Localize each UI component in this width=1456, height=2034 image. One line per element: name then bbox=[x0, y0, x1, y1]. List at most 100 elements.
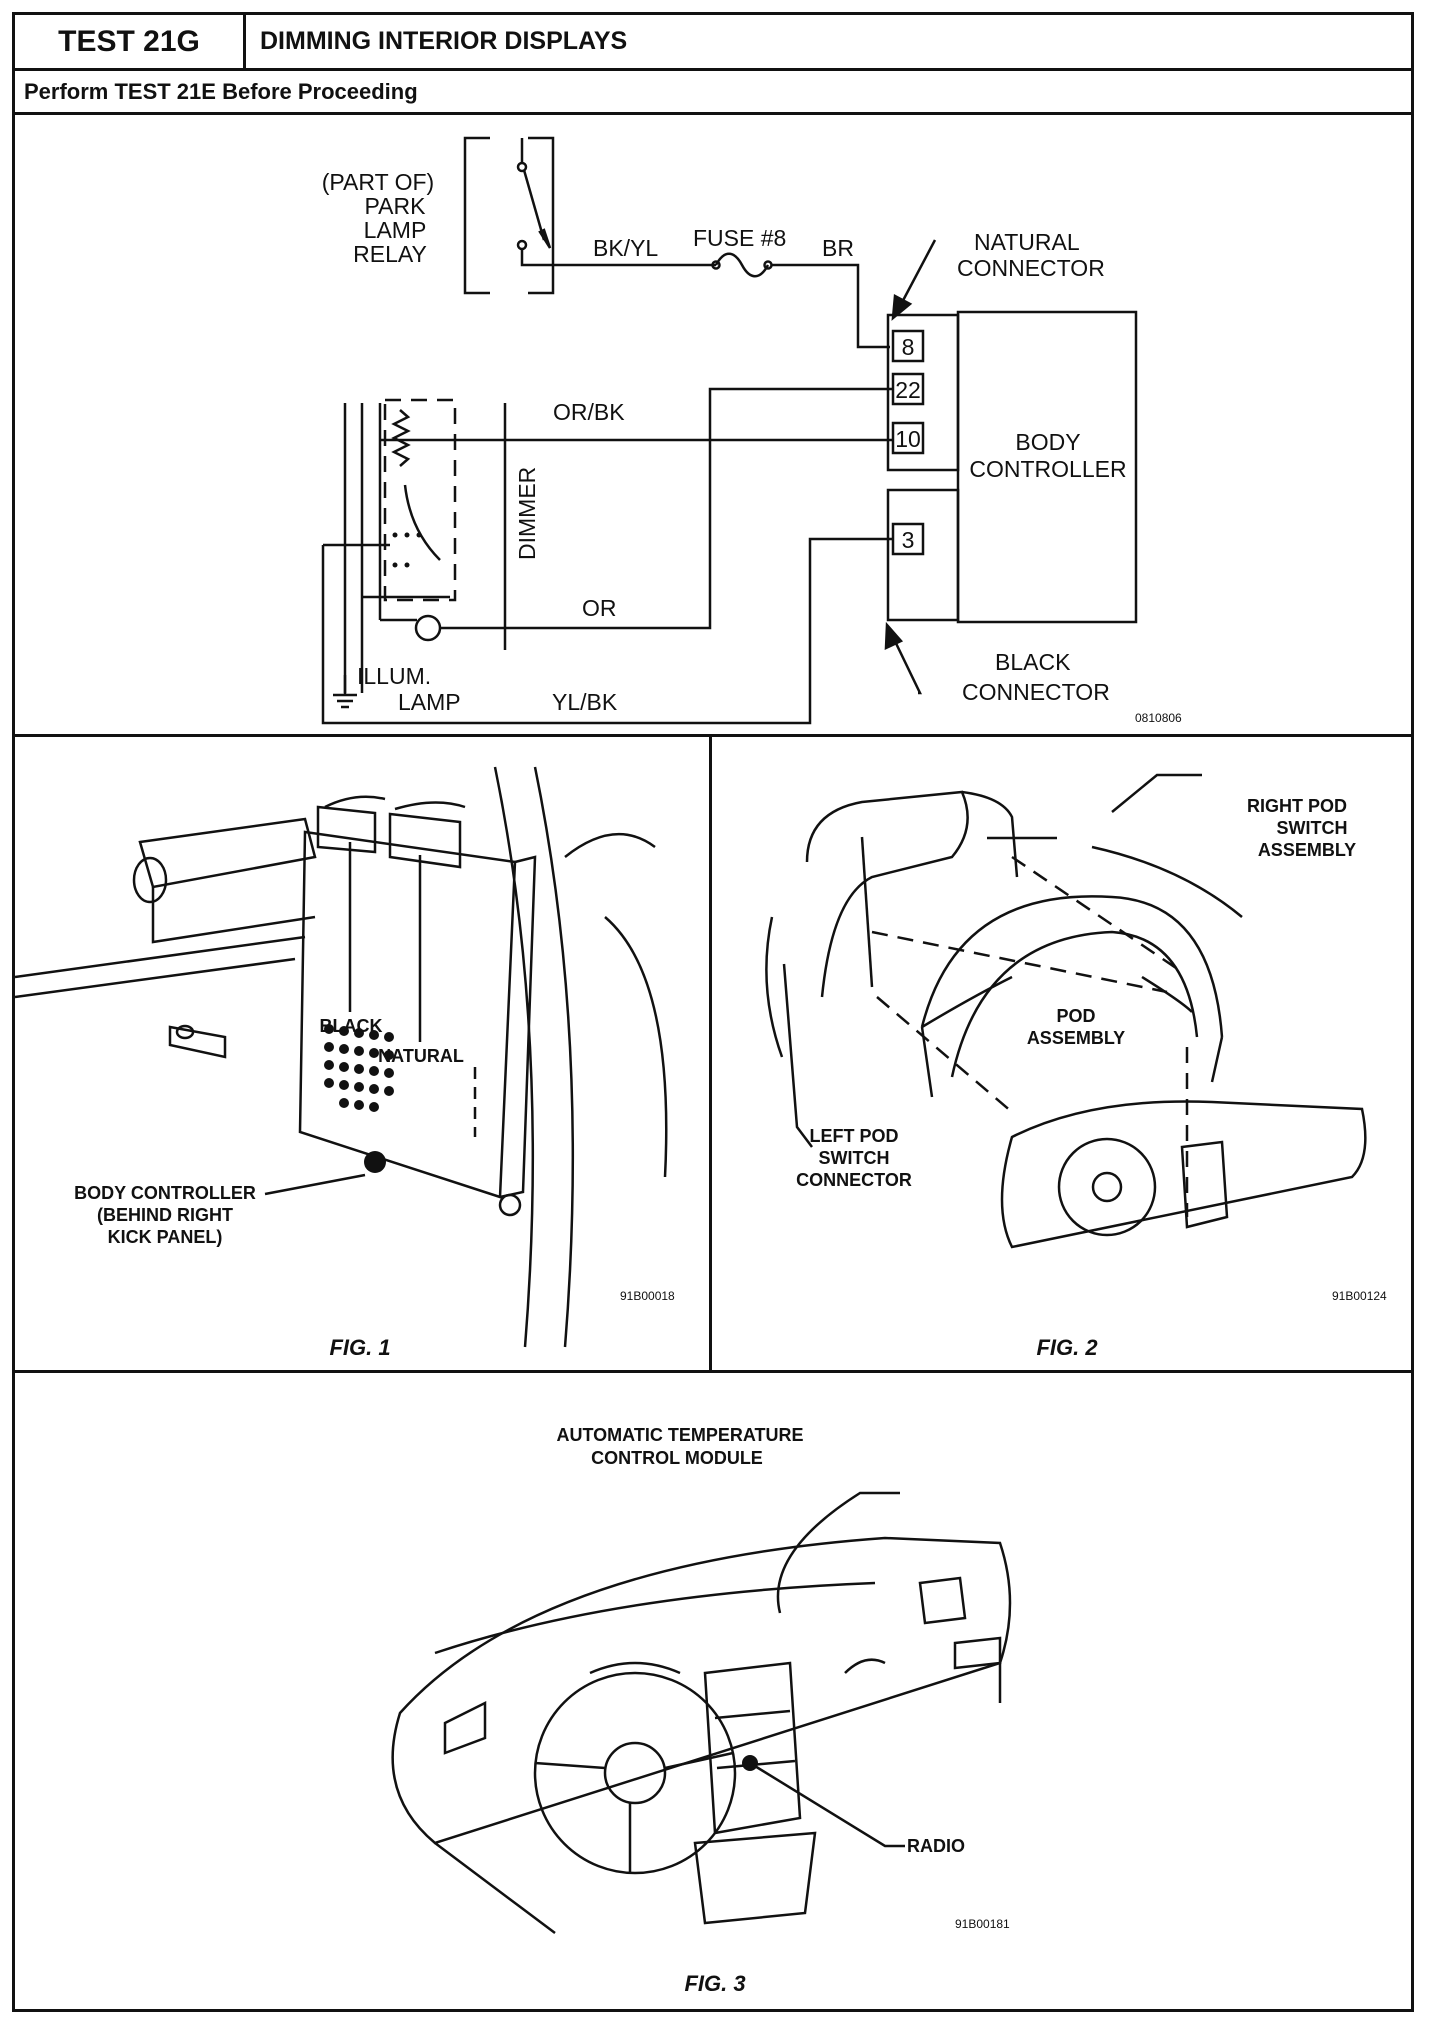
fig2-left-pod-back bbox=[765, 916, 784, 1058]
fig1-bolt bbox=[498, 1193, 522, 1217]
fig1-label-natural: NATURAL bbox=[378, 1046, 464, 1066]
fig1-door-seal bbox=[604, 916, 668, 1178]
relay-bracket-right bbox=[528, 136, 555, 295]
fig2-right-pod bbox=[1091, 845, 1243, 918]
illum-lamp-label-2: LAMP bbox=[398, 689, 461, 715]
fig3-radio: RADIO bbox=[907, 1836, 965, 1856]
fig1-door-pillar bbox=[493, 766, 575, 1348]
fig2-align-line-3 bbox=[1011, 855, 1183, 974]
black-connector-leader bbox=[890, 634, 922, 695]
fuse-label: FUSE #8 bbox=[693, 225, 786, 251]
natural-connector-leader bbox=[896, 239, 937, 311]
fig2-right-pod-1: RIGHT POD bbox=[1247, 796, 1347, 816]
relay-label-3: LAMP bbox=[364, 217, 427, 243]
natural-connector-label-1: NATURAL bbox=[974, 229, 1080, 255]
relay-label-4: RELAY bbox=[353, 241, 427, 267]
body-controller-label-1: BODY bbox=[1015, 429, 1080, 455]
fig3-center-stack bbox=[703, 1661, 802, 1835]
fig3-right-outlet bbox=[953, 1636, 1002, 1670]
fig1-callout-2: (BEHIND RIGHT bbox=[97, 1205, 233, 1225]
fig3-atc-2: CONTROL MODULE bbox=[591, 1448, 763, 1468]
fig3-steering-spokes bbox=[534, 1751, 734, 1873]
body-controller-box bbox=[956, 310, 1138, 624]
relay-contact-bottom bbox=[516, 239, 528, 251]
fig3-illustration: AUTOMATIC TEMPERATURE CONTROL MODULE RAD… bbox=[391, 1425, 1012, 1996]
fig2-dashboard bbox=[1000, 1100, 1367, 1249]
wire-or bbox=[440, 387, 893, 630]
fig3-divider bbox=[12, 1370, 1414, 1373]
fig3-atc-leader bbox=[776, 1491, 900, 1614]
pin-3: 3 bbox=[902, 527, 915, 553]
natural-arrowhead bbox=[891, 294, 913, 321]
fig2-right-pod-2: SWITCH bbox=[1277, 818, 1348, 838]
fig1-label-black: BLACK bbox=[320, 1016, 383, 1036]
fig2-left-connector-leader bbox=[782, 963, 813, 1148]
fig3-radio-leader bbox=[749, 1761, 905, 1848]
wire-label-or-bk: OR/BK bbox=[553, 399, 625, 425]
wire-label-yl-bk: YL/BK bbox=[552, 689, 618, 715]
fig1-black-connector bbox=[316, 805, 377, 854]
dimmer-wiper bbox=[403, 484, 441, 561]
fig1-illustration: BLACK NATURAL BODY CONTROLLER (BEHIND RI… bbox=[15, 766, 675, 1360]
fig2-left-pod-2: SWITCH bbox=[819, 1148, 890, 1168]
fig3-atc-1: AUTOMATIC TEMPERATURE bbox=[557, 1425, 804, 1445]
fig1-floor-edge bbox=[15, 935, 306, 979]
fig1-code: 91B00018 bbox=[620, 1289, 675, 1303]
wire-br bbox=[771, 263, 890, 349]
fig2-pod-inner bbox=[950, 930, 1199, 1078]
page-frame bbox=[12, 12, 1414, 2012]
fig3-steering-hub bbox=[603, 1741, 667, 1805]
relay-arm-arrow bbox=[538, 228, 552, 249]
fig2-pod-assembly bbox=[920, 895, 1224, 1038]
fig1-callout-leader bbox=[264, 1173, 366, 1196]
fig3-console bbox=[693, 1831, 817, 1925]
fig2-left-pod-3: CONNECTOR bbox=[796, 1170, 912, 1190]
fig2-pod-assembly-1: POD bbox=[1056, 1006, 1095, 1026]
fig2-code: 91B00124 bbox=[1332, 1289, 1387, 1303]
black-connector-label-1: BLACK bbox=[995, 649, 1071, 675]
fig1-screw-hole bbox=[175, 1024, 195, 1040]
header-divider bbox=[12, 68, 1414, 71]
fig1-bracket bbox=[168, 1025, 227, 1059]
fig3-steering-wheel bbox=[533, 1671, 737, 1875]
fig2-steering-wheel bbox=[1057, 1137, 1157, 1237]
fig2-pod-leader bbox=[921, 975, 1193, 1029]
dimmer-label: DIMMER bbox=[514, 467, 540, 560]
relay-bracket-left bbox=[463, 136, 490, 295]
body-controller-label-2: CONTROLLER bbox=[969, 456, 1126, 482]
black-arrowhead bbox=[884, 621, 904, 651]
natural-connector-label-2: CONNECTOR bbox=[957, 255, 1105, 281]
fig3-right-vent bbox=[918, 1576, 967, 1625]
ground-symbol bbox=[333, 693, 357, 709]
fig1-dash-panel bbox=[138, 817, 317, 889]
fig2-left-pod-edge bbox=[860, 836, 874, 988]
pin-10: 10 bbox=[895, 426, 921, 452]
fig2-left-pod-1: LEFT POD bbox=[810, 1126, 899, 1146]
dimmer-resistor bbox=[391, 409, 411, 467]
fig1-dash-lower bbox=[151, 887, 316, 944]
fig3-glovebox-latch bbox=[844, 1658, 886, 1674]
fig2-right-pod-top bbox=[961, 790, 1019, 878]
wire-yl-bk bbox=[321, 537, 893, 725]
fig1-hose bbox=[564, 832, 656, 858]
fig1-caption: FIG. 1 bbox=[329, 1335, 390, 1360]
fig3-dashboard-top bbox=[391, 1536, 1012, 1845]
schematic-divider bbox=[12, 734, 1414, 737]
fig3-atc-module bbox=[714, 1709, 791, 1720]
wire-label-bk-yl: BK/YL bbox=[593, 235, 658, 261]
fuse-8-symbol bbox=[714, 252, 770, 278]
relay-label-1: (PART OF) bbox=[322, 169, 434, 195]
fig3-radio-marker bbox=[742, 1755, 758, 1771]
fig2-pod-assembly-2: ASSEMBLY bbox=[1027, 1028, 1125, 1048]
fig2-left-pod bbox=[805, 790, 969, 998]
fig1-dash-knob bbox=[132, 856, 168, 904]
fig2-pod-sides bbox=[920, 1026, 1224, 1098]
fig2-right-pod-3: ASSEMBLY bbox=[1258, 840, 1356, 860]
header-column-divider bbox=[243, 12, 246, 70]
black-connector-label-2: CONNECTOR bbox=[962, 679, 1110, 705]
fuse-terminal-left bbox=[711, 260, 721, 270]
pin-8: 8 bbox=[902, 334, 915, 360]
wire-label-or: OR bbox=[582, 595, 617, 621]
fig2-steering-hub bbox=[1091, 1171, 1123, 1203]
pin-8-box bbox=[891, 329, 925, 363]
